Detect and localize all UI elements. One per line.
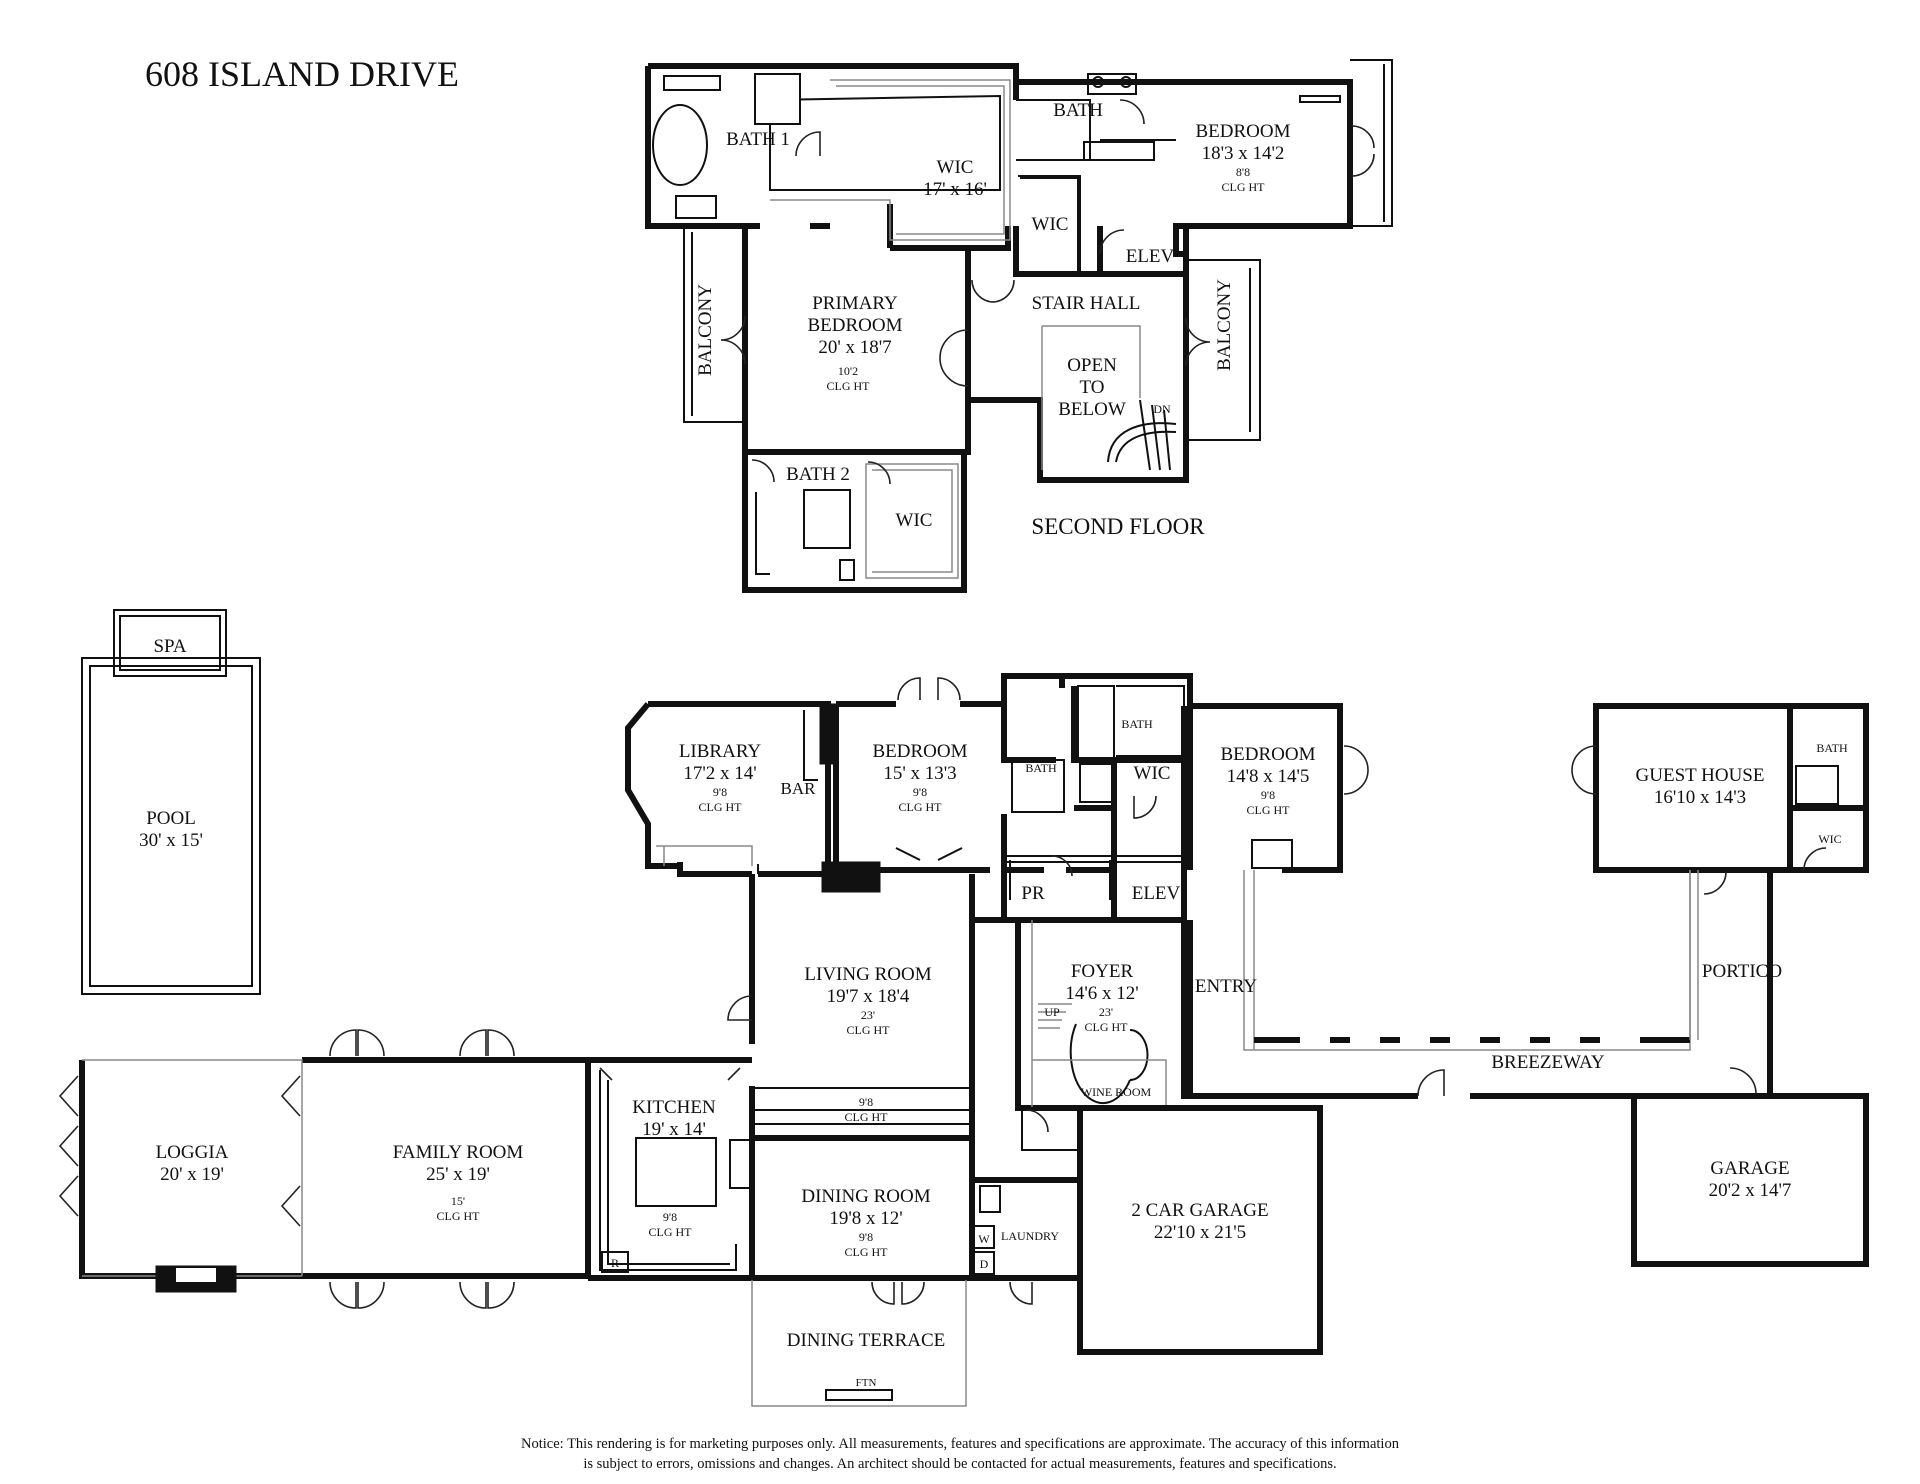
ceiling-height: 9'8: [663, 1210, 677, 1224]
ceiling-label: CLG HT: [649, 1225, 693, 1239]
room-label: SPA: [153, 636, 186, 657]
room-dims: 14'8 x 14'5: [1227, 766, 1310, 787]
room-label: POOL: [146, 808, 196, 829]
room-label: BATH 1: [726, 129, 790, 150]
room-label: FOYER: [1071, 961, 1134, 982]
stair-direction: DN: [1153, 402, 1171, 416]
property-title: 608 ISLAND DRIVE: [145, 54, 459, 94]
room-label: WINE ROOM: [1081, 1085, 1152, 1099]
ceiling-height: 10'2: [838, 364, 858, 378]
room-label: DINING TERRACE: [787, 1330, 946, 1351]
ceiling-height: 8'8: [1236, 165, 1250, 179]
room-label: GARAGE: [1710, 1158, 1789, 1179]
floor-label: SECOND FLOOR: [1031, 514, 1205, 539]
room-label: BELOW: [1058, 399, 1126, 420]
ceiling-height: 9'8: [913, 785, 927, 799]
room-label: TO: [1080, 377, 1105, 398]
room-label: PR: [1021, 883, 1045, 904]
room-dims: 20' x 19': [160, 1164, 224, 1185]
appliance-label: D: [980, 1257, 989, 1271]
room-dims: 22'10 x 21'5: [1154, 1222, 1246, 1243]
first-floor-labels: SPA POOL 30' x 15' LIBRARY 17'2 x 14' 9'…: [139, 636, 1848, 1389]
room-label: 2 CAR GARAGE: [1131, 1200, 1268, 1221]
ceiling-height: 9'8: [1261, 788, 1275, 802]
room-label: PORTICO: [1702, 961, 1782, 982]
ceiling-height: 9'8: [859, 1095, 873, 1109]
room-label: WIC: [896, 510, 933, 531]
room-label: BATH 2: [786, 464, 850, 485]
appliance-label: W: [978, 1232, 990, 1246]
room-label: PRIMARY: [812, 293, 898, 314]
room-label: OPEN: [1067, 355, 1117, 376]
room-dims: 30' x 15': [139, 830, 203, 851]
ceiling-height: 23': [861, 1008, 875, 1022]
room-dims: 17'2 x 14': [683, 763, 756, 784]
ceiling-label: CLG HT: [437, 1209, 481, 1223]
room-label: FAMILY ROOM: [393, 1142, 524, 1163]
room-label: ELEV: [1126, 246, 1175, 267]
disclaimer-line-1: Notice: This rendering is for marketing …: [521, 1436, 1400, 1452]
room-label: BAR: [781, 779, 817, 798]
room-dims: 19'7 x 18'4: [827, 986, 910, 1007]
room-dims: 14'6 x 12': [1065, 983, 1138, 1004]
room-label: BEDROOM: [872, 741, 967, 762]
room-label: BREEZEWAY: [1491, 1052, 1605, 1073]
ceiling-label: CLG HT: [845, 1110, 889, 1124]
ceiling-label: CLG HT: [699, 800, 743, 814]
disclaimer-line-2: is subject to errors, omissions and chan…: [583, 1456, 1336, 1472]
room-label: WIC: [1134, 763, 1171, 784]
room-dims: 18'3 x 14'2: [1202, 143, 1285, 164]
ceiling-label: CLG HT: [827, 379, 871, 393]
room-label: BALCONY: [695, 284, 716, 376]
room-label: WIC: [937, 157, 974, 178]
appliance-label: R: [611, 1256, 619, 1270]
room-label: BEDROOM: [1195, 121, 1290, 142]
room-label: ENTRY: [1195, 976, 1258, 997]
room-label: DINING ROOM: [801, 1186, 930, 1207]
ceiling-height: 15': [451, 1194, 465, 1208]
ceiling-label: CLG HT: [847, 1023, 891, 1037]
room-label: WIC: [1818, 832, 1841, 846]
second-floor-labels: BATH 1 WIC 17' x 16' BATH BEDROOM 18'3 x…: [695, 100, 1291, 539]
room-dims: 25' x 19': [426, 1164, 490, 1185]
room-dims: 19' x 14': [642, 1119, 706, 1140]
room-label: STAIR HALL: [1032, 293, 1141, 314]
room-label: BEDROOM: [1220, 744, 1315, 765]
room-dims: 19'8 x 12': [829, 1208, 902, 1229]
stair-direction: UP: [1044, 1005, 1060, 1019]
feature-label: FTN: [856, 1377, 877, 1389]
room-dims: 17' x 16': [923, 179, 987, 200]
room-dims: 16'10 x 14'3: [1654, 787, 1746, 808]
room-label: BEDROOM: [807, 315, 902, 336]
room-label: BATH: [1025, 761, 1057, 775]
room-label: LIVING ROOM: [804, 964, 931, 985]
room-label: BALCONY: [1214, 279, 1235, 371]
room-dims: 20' x 18'7: [818, 337, 891, 358]
ceiling-height: 9'8: [859, 1230, 873, 1244]
room-label: BATH: [1816, 741, 1848, 755]
ceiling-label: CLG HT: [1222, 180, 1266, 194]
ceiling-label: CLG HT: [1247, 803, 1291, 817]
room-dims: 15' x 13'3: [883, 763, 956, 784]
ceiling-height: 23': [1099, 1005, 1113, 1019]
ceiling-label: CLG HT: [899, 800, 943, 814]
room-label: LAUNDRY: [1001, 1229, 1059, 1243]
ceiling-label: CLG HT: [845, 1245, 889, 1259]
room-dims: 20'2 x 14'7: [1709, 1180, 1792, 1201]
room-label: GUEST HOUSE: [1636, 765, 1765, 786]
room-label: BATH: [1053, 100, 1103, 121]
room-label: WIC: [1032, 214, 1069, 235]
room-label: LOGGIA: [156, 1142, 229, 1163]
second-floor-plan: [645, 59, 1393, 593]
ceiling-label: CLG HT: [1085, 1020, 1129, 1034]
first-floor-plan: [58, 609, 1869, 1407]
ceiling-height: 9'8: [713, 785, 727, 799]
room-label: BATH: [1121, 717, 1153, 731]
room-label: LIBRARY: [679, 741, 762, 762]
room-label: ELEV: [1132, 883, 1181, 904]
room-label: KITCHEN: [632, 1097, 716, 1118]
